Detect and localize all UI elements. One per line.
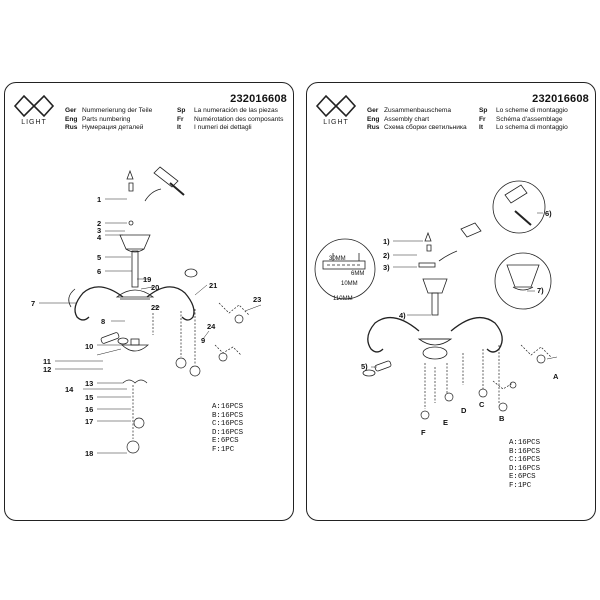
- parts-diagram: 1 2 3 4 5 6 7 8 9 10 11 12 13 14 15 16 1…: [5, 83, 293, 520]
- quantity-d: D:16PCS: [212, 428, 244, 437]
- quantity-d: D:16PCS: [509, 464, 541, 473]
- letter-d: D: [461, 406, 467, 415]
- assembly-diagram-svg: 30MM 6MM 10MM 110MM 1) 2) 3) 4) 5) 6) 7)…: [314, 180, 559, 437]
- callout-11: 11: [43, 357, 51, 366]
- callout-16: 16: [85, 405, 93, 414]
- callout-19: 19: [143, 275, 151, 284]
- letter-c: C: [479, 400, 485, 409]
- quantity-c: C:16PCS: [509, 456, 541, 465]
- model-number: 232016608: [230, 93, 287, 105]
- quantity-f: F:1PC: [509, 481, 532, 490]
- quantity-e: E:6PCS: [509, 473, 536, 482]
- brand-logo: LIGHT: [11, 93, 57, 129]
- step-6: 6): [545, 209, 552, 218]
- detail-circle-wiring: [492, 180, 546, 234]
- callout-5: 5: [97, 253, 101, 262]
- callout-23: 23: [253, 295, 261, 304]
- quantity-list: A:16PCS B:16PCS C:16PCS D:16PCS E:6PCS F…: [509, 439, 540, 491]
- callout-3: 3: [97, 226, 101, 235]
- step-1: 1): [383, 237, 390, 246]
- callout-8: 8: [101, 317, 105, 326]
- logo-mark-icon: [315, 94, 357, 118]
- callout-9: 9: [201, 336, 205, 345]
- dimension-110mm: 110MM: [333, 296, 353, 302]
- detail-circle-canopy: [494, 252, 552, 310]
- step-7: 7): [537, 286, 544, 295]
- dimension-10mm: 10MM: [341, 281, 358, 287]
- quantity-a: A:16PCS: [212, 403, 244, 411]
- letter-a: A: [553, 372, 559, 381]
- callout-22: 22: [151, 303, 159, 312]
- logo-text: LIGHT: [21, 119, 47, 126]
- logo-mark-icon: [13, 94, 55, 118]
- step-3: 3): [383, 263, 390, 272]
- callout-14: 14: [65, 385, 74, 394]
- callout-20: 20: [151, 283, 159, 292]
- callout-24: 24: [207, 322, 216, 331]
- quantity-f: F:1PC: [212, 445, 235, 454]
- callout-18: 18: [85, 449, 93, 458]
- letter-f: F: [421, 428, 426, 437]
- step-5: 5): [361, 362, 368, 371]
- detail-circle-mounting: [314, 238, 376, 300]
- step-2: 2): [383, 251, 390, 260]
- quantity-a: A:16PCS: [509, 439, 541, 447]
- quantity-list: A:16PCS B:16PCS C:16PCS D:16PCS E:6PCS F…: [212, 403, 243, 455]
- parts-diagram-svg: 1 2 3 4 5 6 7 8 9 10 11 12 13 14 15 16 1…: [31, 166, 261, 458]
- dimension-30mm: 30MM: [329, 256, 346, 262]
- callout-15: 15: [85, 393, 93, 402]
- callout-12: 12: [43, 365, 51, 374]
- letter-b: B: [499, 414, 505, 423]
- quantity-c: C:16PCS: [212, 420, 244, 429]
- callout-21: 21: [209, 281, 217, 290]
- callout-1: 1: [97, 195, 101, 204]
- assembly-diagram: 30MM 6MM 10MM 110MM 1) 2) 3) 4) 5) 6) 7)…: [307, 83, 595, 520]
- dimension-6mm: 6MM: [351, 271, 364, 277]
- quantity-b: B:16PCS: [509, 447, 541, 456]
- model-number: 232016608: [532, 93, 589, 105]
- brand-logo: LIGHT: [313, 93, 359, 129]
- callout-2: 2: [97, 219, 101, 228]
- callout-7: 7: [31, 299, 35, 308]
- letter-e: E: [443, 418, 448, 427]
- callout-10: 10: [85, 342, 93, 351]
- quantity-e: E:6PCS: [212, 437, 239, 446]
- callout-13: 13: [85, 379, 93, 388]
- step-4: 4): [399, 311, 406, 320]
- quantity-b: B:16PCS: [212, 411, 244, 420]
- callout-4: 4: [97, 233, 102, 242]
- callout-6: 6: [97, 267, 101, 276]
- callout-17: 17: [85, 417, 93, 426]
- logo-text: LIGHT: [323, 119, 349, 126]
